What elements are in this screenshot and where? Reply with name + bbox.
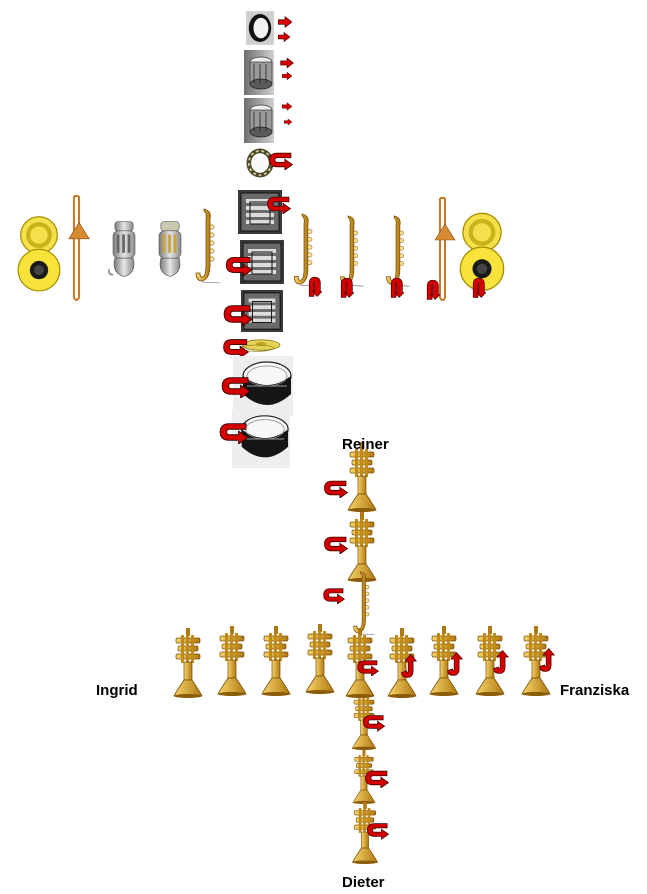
u-turn-arrow-icon [367, 823, 389, 840]
u-turn-arrow-icon [223, 339, 249, 358]
sousaphone-icon [18, 217, 60, 291]
straight-arrow-icon [280, 58, 294, 68]
u-turn-arrow-icon [365, 770, 389, 788]
u-turn-arrow-icon [390, 277, 404, 298]
trumpet-icon [521, 625, 551, 696]
snare-drum-icon [244, 98, 274, 143]
bottom-trumpet-column [323, 441, 389, 864]
bottom-trumpet-row [173, 623, 555, 698]
saxophone-icon [386, 215, 410, 287]
u-turn-arrow-icon [340, 277, 354, 298]
trombone-icon [67, 194, 90, 302]
label-reiner: Reiner [342, 436, 389, 453]
hand-drum-icon [246, 11, 274, 45]
trumpet-icon [475, 625, 505, 696]
top-right-brass-row [293, 196, 503, 302]
tuba-icon [158, 221, 182, 278]
trumpet-icon [173, 627, 203, 698]
baritone-horn-icon [108, 220, 136, 278]
u-turn-arrow-icon [324, 480, 348, 498]
trumpet-icon [217, 625, 247, 696]
top-percussion-column [219, 11, 294, 468]
trumpet-icon [347, 511, 377, 582]
u-turn-arrow-icon [269, 152, 293, 170]
straight-arrow-icon [284, 118, 292, 126]
u-turn-arrow-icon [472, 277, 486, 298]
tambourine-icon [249, 151, 271, 175]
trumpet-icon [352, 749, 376, 804]
saxophone-icon [195, 208, 221, 284]
straight-arrow-icon [278, 16, 292, 28]
u-turn-arrow-icon [323, 588, 345, 604]
snare-drum-icon [244, 50, 274, 95]
label-dieter: Dieter [342, 874, 385, 891]
trumpet-icon [429, 625, 459, 696]
label-franziska: Franziska [560, 682, 630, 699]
straight-arrow-icon [282, 72, 292, 80]
straight-arrow-icon [282, 102, 292, 111]
top-left-brass-row [18, 194, 221, 302]
trumpet-icon [305, 623, 335, 694]
trumpet-icon [261, 625, 291, 696]
straight-arrow-icon [278, 32, 290, 42]
saxophone-icon [340, 215, 364, 287]
glockenspiel-icon [238, 190, 282, 234]
u-turn-arrow-icon [426, 279, 440, 300]
saxophone-icon [293, 213, 319, 287]
label-ingrid: Ingrid [96, 682, 138, 699]
u-turn-arrow-icon [308, 276, 322, 297]
u-turn-arrow-icon [324, 536, 348, 554]
